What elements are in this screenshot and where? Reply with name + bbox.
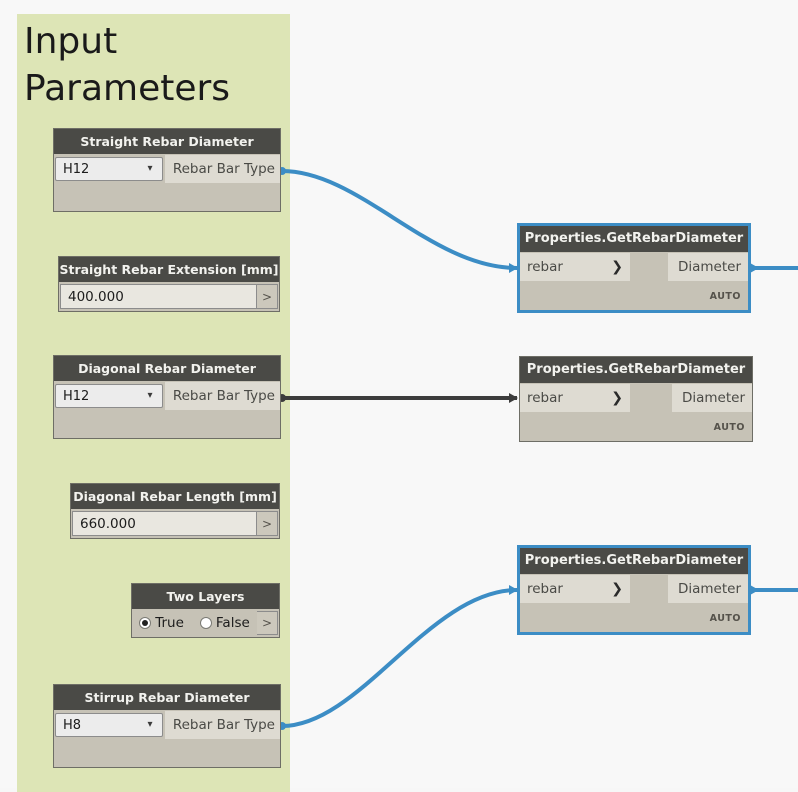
group-title: Input Parameters [24,21,231,109]
node-body: H12 ▾ Rebar Bar Type [54,381,280,411]
node-stirrup-rebar-diameter[interactable]: Stirrup Rebar Diameter H8 ▾ Rebar Bar Ty… [53,684,281,768]
node-footer [54,184,280,211]
node-title: Properties.GetRebarDiameter [520,357,752,383]
node-get-rebar-diameter-2[interactable]: Properties.GetRebarDiameter rebar ❯ Diam… [519,356,753,442]
wire-stirrup-to-node3 [281,588,518,728]
expand-button[interactable]: > [257,511,278,536]
output-port-diameter[interactable]: Diameter [668,575,748,603]
input-port-rebar[interactable]: rebar ❯ [520,575,630,603]
input-port-rebar[interactable]: rebar ❯ [520,253,630,281]
node-ports: rebar ❯ Diameter [520,252,748,282]
chevron-down-icon: ▾ [147,390,153,401]
rebar-type-dropdown[interactable]: H8 ▾ [55,713,163,737]
dropdown-value: H12 [63,161,90,177]
dropdown-value: H12 [63,388,90,404]
number-input[interactable]: 400.000 [60,284,257,309]
chevron-right-icon: ❯ [611,581,623,597]
wire-out-arrow-1 [750,263,759,273]
output-port-diameter[interactable]: Diameter [668,253,748,281]
expand-button[interactable]: > [257,284,278,309]
chevron-down-icon: ▾ [147,719,153,730]
output-port-rebar-bar-type[interactable]: Rebar Bar Type [165,382,280,410]
dropdown-value: H8 [63,717,82,733]
boolean-options: True False [132,609,257,637]
node-title: Straight Rebar Extension [mm] [59,257,279,282]
input-port-label: rebar [527,259,563,275]
wire-end-arrow-2 [509,393,518,403]
radio-false-label: False [215,615,250,631]
status-badge: AUTO [520,413,752,441]
node-get-rebar-diameter-1[interactable]: Properties.GetRebarDiameter rebar ❯ Diam… [517,223,751,313]
node-title: Diagonal Rebar Diameter [54,356,280,381]
node-body: H12 ▾ Rebar Bar Type [54,154,280,184]
output-port-diameter[interactable]: Diameter [672,384,752,412]
input-port-label: rebar [527,581,563,597]
node-diagonal-rebar-diameter[interactable]: Diagonal Rebar Diameter H12 ▾ Rebar Bar … [53,355,281,439]
status-badge: AUTO [520,282,748,310]
radio-true[interactable]: True [139,615,184,631]
node-ports: rebar ❯ Diameter [520,574,748,604]
node-footer [54,411,280,438]
node-title: Stirrup Rebar Diameter [54,685,280,710]
rebar-type-dropdown[interactable]: H12 ▾ [55,384,163,408]
output-port-rebar-bar-type[interactable]: Rebar Bar Type [165,711,280,739]
chevron-down-icon: ▾ [147,163,153,174]
status-badge: AUTO [520,604,748,632]
radio-true-label: True [155,615,184,631]
number-input[interactable]: 660.000 [72,511,257,536]
radio-false[interactable]: False [199,615,250,631]
wire-straight-to-node1 [281,169,518,270]
radio-false-dot[interactable] [199,617,212,629]
node-body: 660.000 > [71,509,279,538]
node-title: Properties.GetRebarDiameter [520,548,748,574]
input-port-label: rebar [527,390,563,406]
node-get-rebar-diameter-3[interactable]: Properties.GetRebarDiameter rebar ❯ Diam… [517,545,751,635]
wire-out-arrow-3 [750,585,759,595]
radio-true-dot[interactable] [139,617,152,629]
node-title: Two Layers [132,584,279,609]
output-port-rebar-bar-type[interactable]: Rebar Bar Type [165,155,280,183]
node-body: True False > [132,609,279,637]
node-straight-rebar-diameter[interactable]: Straight Rebar Diameter H12 ▾ Rebar Bar … [53,128,281,212]
node-title: Diagonal Rebar Length [mm] [71,484,279,509]
node-two-layers[interactable]: Two Layers True False > [131,583,280,638]
input-port-rebar[interactable]: rebar ❯ [520,384,630,412]
port-gap [630,252,668,282]
node-body: H8 ▾ Rebar Bar Type [54,710,280,740]
node-body: 400.000 > [59,282,279,311]
node-straight-rebar-extension[interactable]: Straight Rebar Extension [mm] 400.000 > [58,256,280,312]
node-title: Properties.GetRebarDiameter [520,226,748,252]
chevron-right-icon: ❯ [611,259,623,275]
node-ports: rebar ❯ Diameter [520,383,752,413]
port-gap [630,574,668,604]
node-footer [54,740,280,767]
expand-button[interactable]: > [257,611,278,635]
chevron-right-icon: ❯ [611,390,623,406]
node-diagonal-rebar-length[interactable]: Diagonal Rebar Length [mm] 660.000 > [70,483,280,539]
port-gap [630,383,672,413]
rebar-type-dropdown[interactable]: H12 ▾ [55,157,163,181]
node-title: Straight Rebar Diameter [54,129,280,154]
